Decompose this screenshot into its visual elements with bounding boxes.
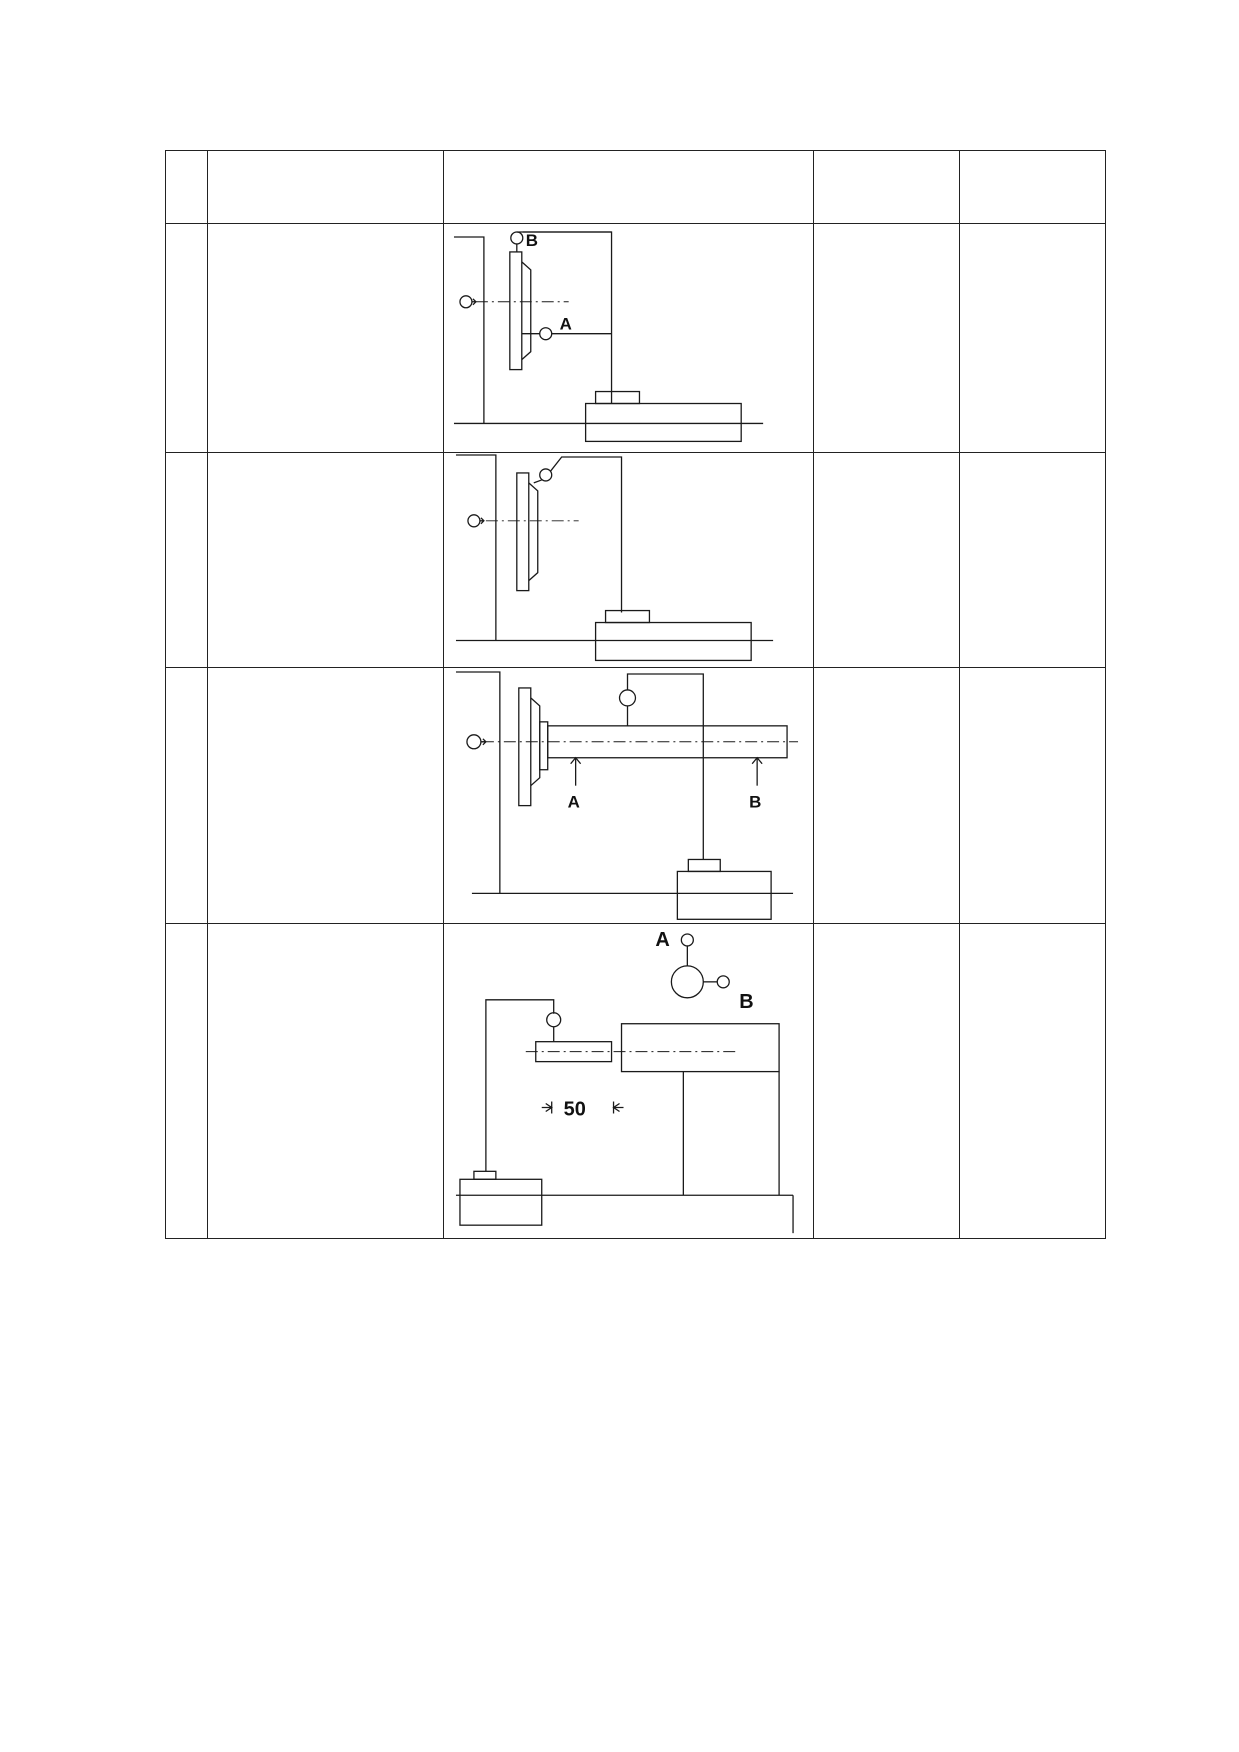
row-number-cell — [165, 666, 208, 925]
row-number-cell — [165, 222, 208, 454]
row-description-cell — [207, 222, 444, 454]
label-a: A — [568, 792, 580, 811]
header-cell-figure — [443, 150, 814, 224]
table-row: A B — [165, 923, 1106, 1240]
row-description-cell — [207, 666, 444, 925]
row-description-cell — [207, 452, 444, 668]
row-measured-cell — [959, 923, 1106, 1240]
table-row — [165, 452, 1106, 668]
diagram-faceplate-runout-ab: B A — [453, 231, 764, 443]
table-row: B A — [165, 222, 1106, 454]
diagram-faceplate-face-runout — [455, 454, 774, 662]
label-b: B — [526, 231, 538, 250]
diagram-tailstock-quill-runout: A B — [455, 929, 794, 1234]
figure-cell: A B — [443, 666, 814, 925]
row-tolerance-cell — [813, 452, 960, 668]
row-measured-cell — [959, 452, 1106, 668]
header-cell-number — [165, 150, 208, 224]
label-b: B — [739, 991, 753, 1013]
header-cell-tolerance — [813, 150, 960, 224]
header-cell-description — [207, 150, 444, 224]
label-a: A — [560, 315, 572, 334]
row-measured-cell — [959, 222, 1106, 454]
label-a: A — [655, 929, 669, 951]
row-tolerance-cell — [813, 923, 960, 1240]
inspection-table: B A — [165, 150, 1106, 1240]
table-header-row — [165, 150, 1106, 224]
figure-cell: B A — [443, 222, 814, 454]
header-cell-measured — [959, 150, 1106, 224]
row-tolerance-cell — [813, 222, 960, 454]
dimension-label: 50 — [564, 1099, 586, 1121]
table-row: A B — [165, 666, 1106, 925]
diagram-spindle-bar-runout: A B — [455, 671, 799, 920]
row-measured-cell — [959, 666, 1106, 925]
row-number-cell — [165, 452, 208, 668]
figure-cell: A B — [443, 923, 814, 1240]
row-number-cell — [165, 923, 208, 1240]
row-tolerance-cell — [813, 666, 960, 925]
row-description-cell — [207, 923, 444, 1240]
figure-cell — [443, 452, 814, 668]
label-b: B — [749, 792, 761, 811]
